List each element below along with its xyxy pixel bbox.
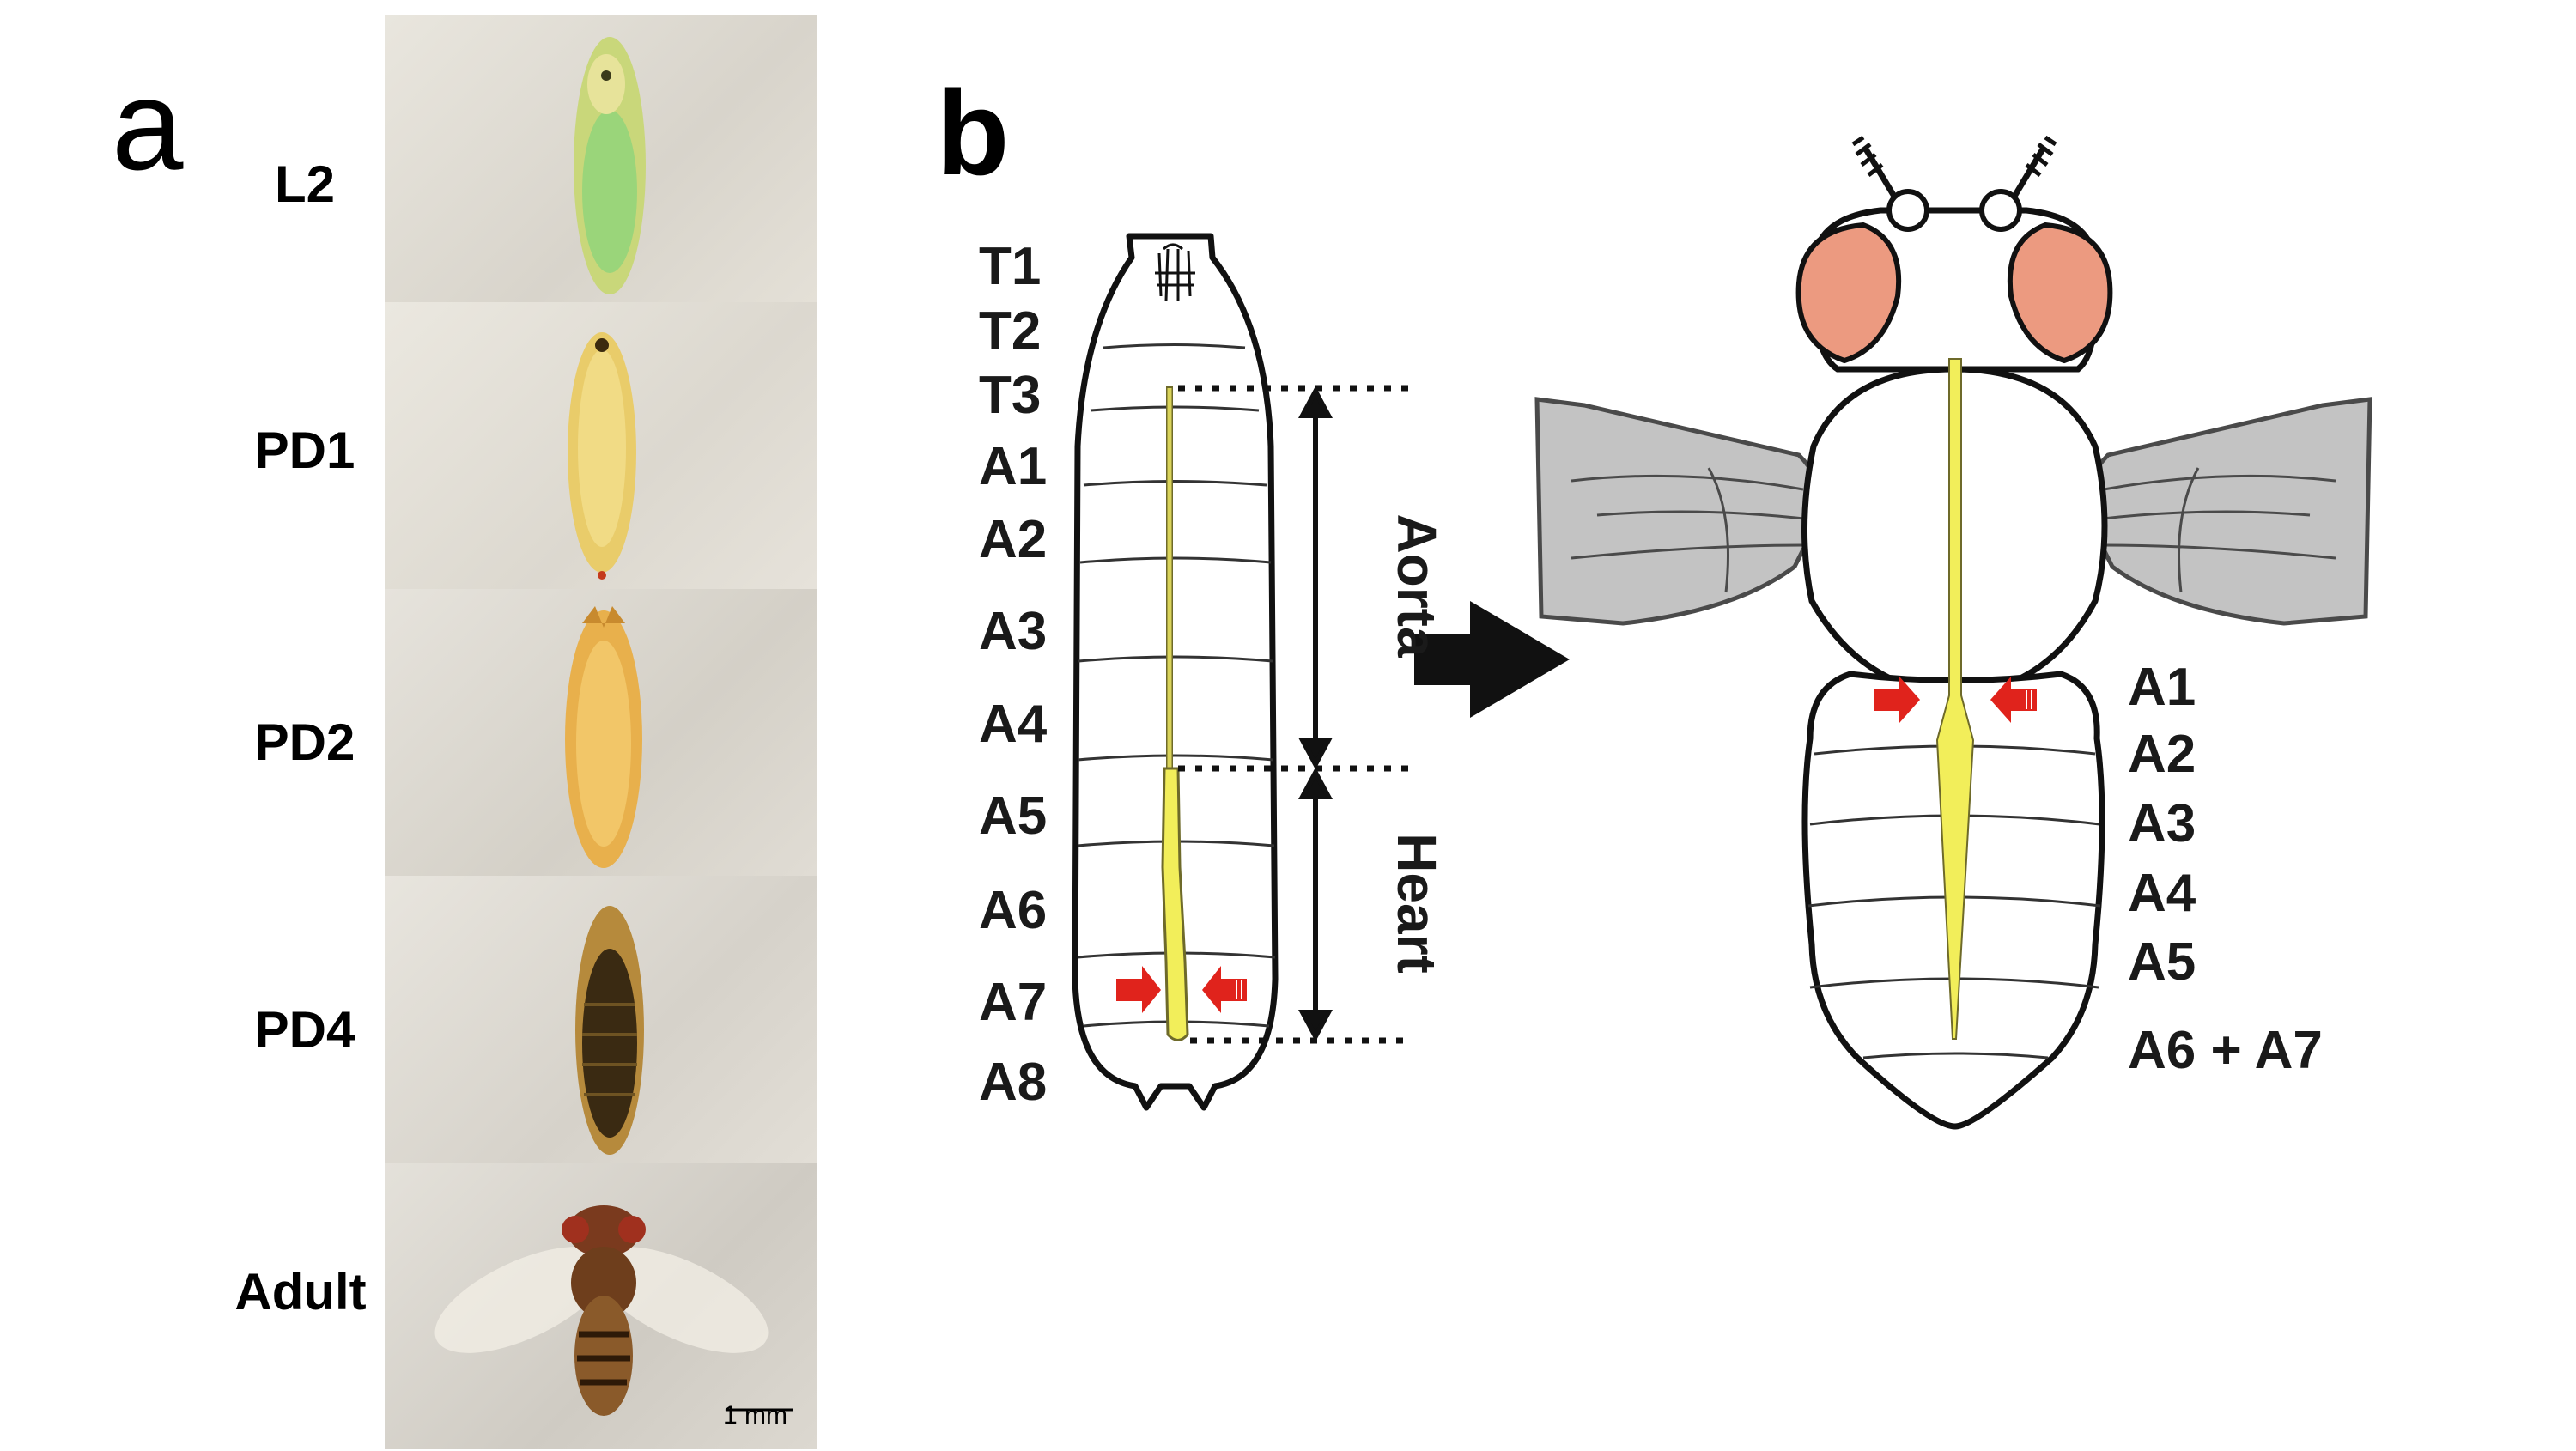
larva-segment-a6: A6 xyxy=(979,881,1048,940)
larva-segment-a2: A2 xyxy=(979,510,1048,569)
antennae xyxy=(1862,146,2047,201)
larva-segment-t2: T2 xyxy=(979,301,1042,361)
left-eye xyxy=(1795,222,1902,364)
photo-l2 xyxy=(385,15,817,302)
adult-segment-a4: A4 xyxy=(2128,864,2196,923)
photo-pd1 xyxy=(385,302,817,589)
larva-segment-t1: T1 xyxy=(979,237,1042,296)
stage-label-l2: L2 xyxy=(274,155,336,213)
panel-b-letter: b xyxy=(936,65,1010,200)
adult-segment-a6-a7: A6 + A7 xyxy=(2128,1021,2323,1080)
photo-pd2 xyxy=(385,589,817,876)
region-brackets xyxy=(1178,385,1408,1044)
adult-segment-a1: A1 xyxy=(2128,658,2196,717)
adult-segment-a5: A5 xyxy=(2128,932,2196,992)
stage-label-pd4: PD4 xyxy=(254,1001,355,1059)
photo-adult xyxy=(385,1163,817,1449)
adult-body xyxy=(1534,135,2372,1130)
aorta-label: Aorta xyxy=(1386,513,1448,658)
larva-body xyxy=(1072,233,1279,1111)
adult-segment-a2: A2 xyxy=(2128,725,2196,784)
adult-ostia-arrow-left xyxy=(1874,677,1920,723)
larva-segment-a8: A8 xyxy=(979,1053,1048,1112)
larva-segment-a5: A5 xyxy=(979,786,1048,846)
right-eye xyxy=(2007,222,2113,364)
larva-ostia-arrow-left xyxy=(1116,966,1161,1013)
scale-bar-label: 1 mm xyxy=(723,1401,787,1430)
heart-label: Heart xyxy=(1386,833,1448,974)
stage-label-pd2: PD2 xyxy=(254,713,355,771)
photo-pd4 xyxy=(385,876,817,1163)
panel-a-letter: a xyxy=(112,52,184,197)
adult-heart-tube xyxy=(1935,358,1975,1040)
larva-segment-t3: T3 xyxy=(979,366,1042,425)
photo-strip xyxy=(385,15,817,1451)
stage-label-adult: Adult xyxy=(234,1263,367,1320)
adult-ostia-arrow-right xyxy=(1990,677,2037,723)
adult-segment-a3: A3 xyxy=(2128,794,2196,853)
larva-segment-a7: A7 xyxy=(979,973,1048,1032)
larva-segment-a3: A3 xyxy=(979,602,1048,661)
larva-segment-a4: A4 xyxy=(979,695,1048,754)
larva-ostia-arrow-right xyxy=(1202,966,1247,1013)
transition-arrow xyxy=(1414,601,1570,718)
stage-label-pd1: PD1 xyxy=(254,422,355,479)
larva-segment-a1: A1 xyxy=(979,437,1048,496)
